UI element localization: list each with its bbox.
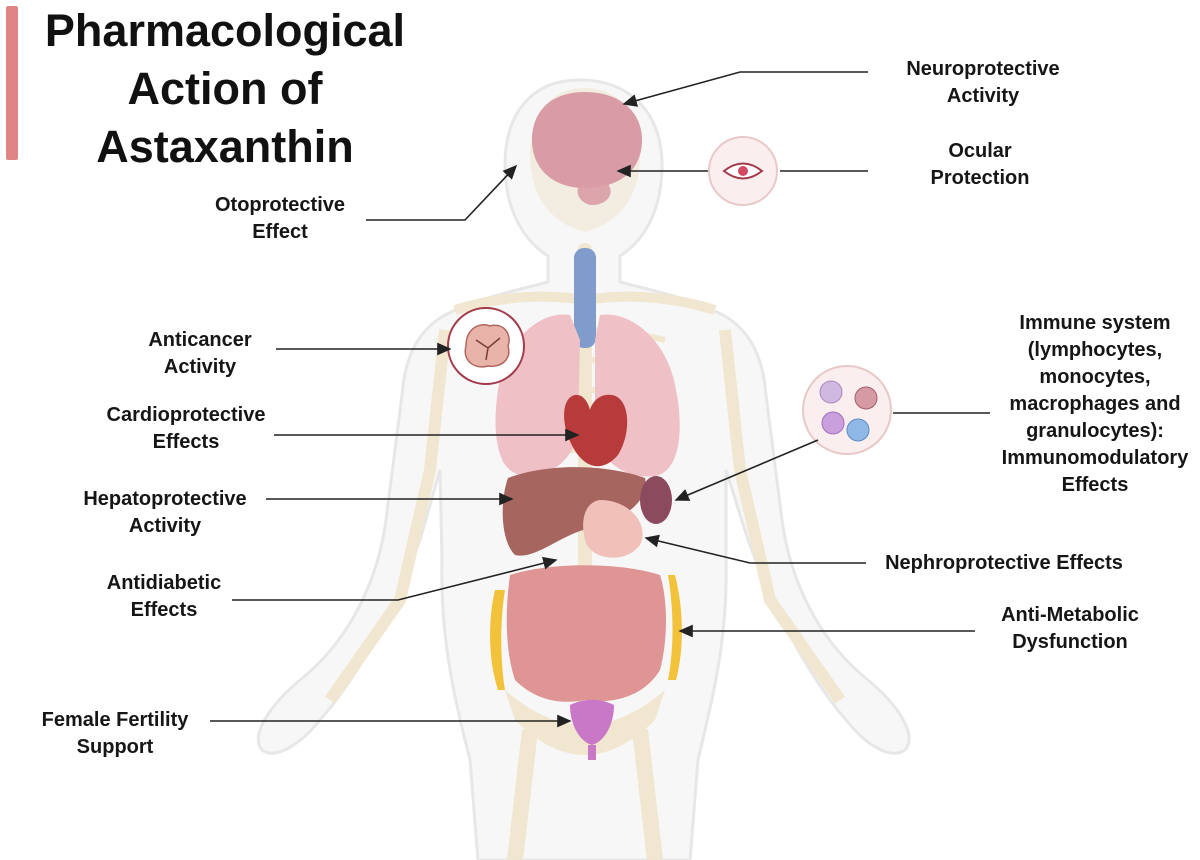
label-line: Ocular (880, 138, 1080, 165)
label-line: Anticancer (120, 327, 280, 354)
label-nephroprotective: Nephroprotective Effects (866, 550, 1142, 577)
label-line: Effects (80, 597, 248, 624)
label-line: Anti-Metabolic (975, 602, 1165, 629)
label-line: Effect (180, 219, 380, 246)
label-neuroprotective: Neuroprotective Activity (868, 56, 1098, 110)
label-metabolic: Anti-Metabolic Dysfunction (975, 602, 1165, 656)
label-antidiabetic: Antidiabetic Effects (80, 570, 248, 624)
label-line: Support (20, 734, 210, 761)
label-immune: Immune system (lymphocytes, monocytes, m… (990, 310, 1200, 499)
label-line: Otoprotective (180, 192, 380, 219)
label-hepatoprotective: Hepatoprotective Activity (60, 486, 270, 540)
label-line: Neuroprotective (868, 56, 1098, 83)
label-line: Female Fertility (20, 707, 210, 734)
label-anticancer: Anticancer Activity (120, 327, 280, 381)
label-line: Activity (60, 513, 270, 540)
label-fertility: Female Fertility Support (20, 707, 210, 761)
label-line: Effects (990, 472, 1200, 499)
label-line: Immune system (990, 310, 1200, 337)
label-line: Activity (868, 83, 1098, 110)
label-otoprotective: Otoprotective Effect (180, 192, 380, 246)
label-cardioprotective: Cardioprotective Effects (86, 402, 286, 456)
label-line: Effects (86, 429, 286, 456)
label-line: Dysfunction (975, 629, 1165, 656)
label-line: Hepatoprotective (60, 486, 270, 513)
label-line: Nephroprotective Effects (866, 550, 1142, 577)
label-line: (lymphocytes, (990, 337, 1200, 364)
label-line: Activity (120, 354, 280, 381)
label-line: macrophages and (990, 391, 1200, 418)
label-line: Immunomodulatory (990, 445, 1200, 472)
label-line: Cardioprotective (86, 402, 286, 429)
label-ocular: Ocular Protection (880, 138, 1080, 192)
label-line: monocytes, (990, 364, 1200, 391)
label-line: Protection (880, 165, 1080, 192)
label-line: Antidiabetic (80, 570, 248, 597)
label-line: granulocytes): (990, 418, 1200, 445)
